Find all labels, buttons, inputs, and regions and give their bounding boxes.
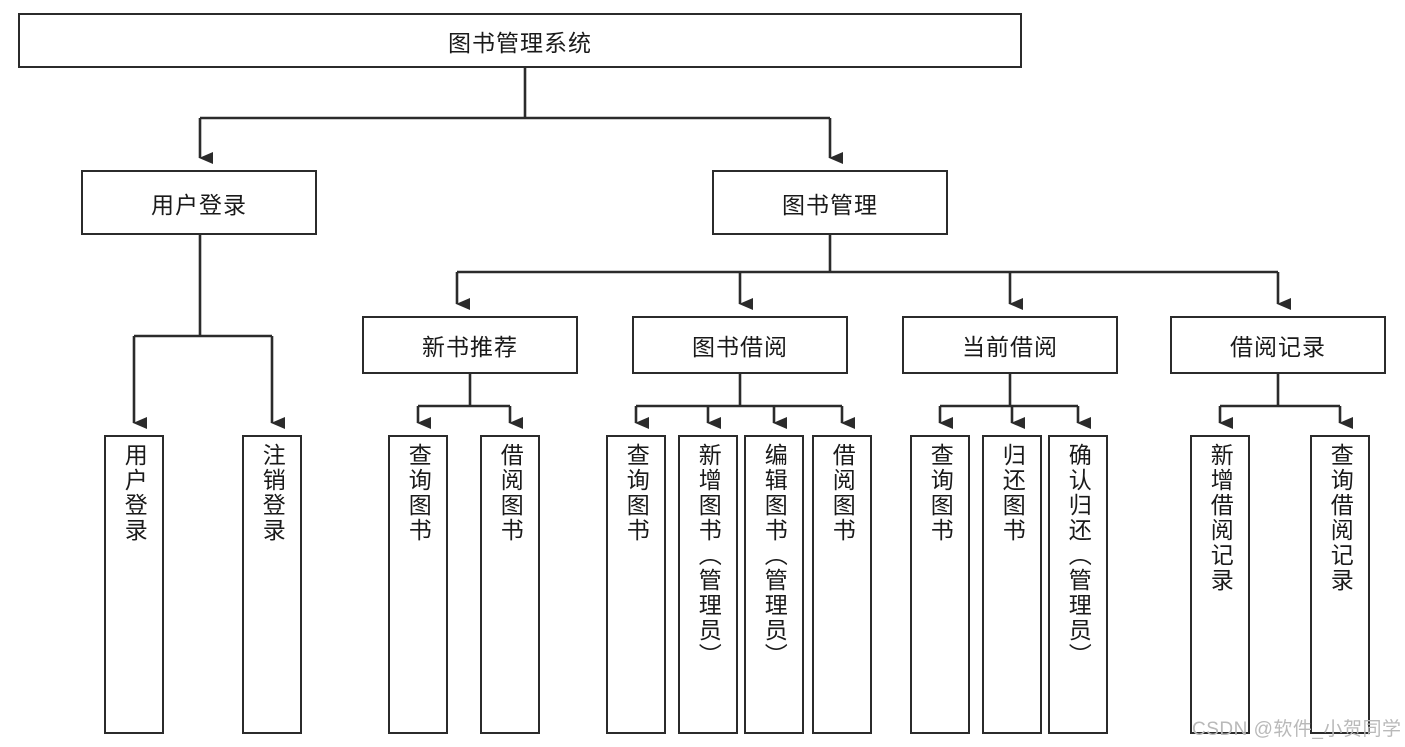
leaf-query-book-current-label: 查询图书 <box>927 443 954 543</box>
leaf-logout-label: 注销登录 <box>259 443 286 543</box>
leaf-borrow-book-rec-label: 借阅图书 <box>497 443 524 543</box>
leaf-logout[interactable]: 注销登录 <box>242 435 302 734</box>
node-current-borrow-label: 当前借阅 <box>962 334 1058 360</box>
node-current-borrow[interactable]: 当前借阅 <box>902 316 1118 374</box>
leaf-query-book-borrow-label: 查询图书 <box>623 443 650 543</box>
leaf-edit-book-admin-label: 编辑图书（管理员） <box>761 443 788 668</box>
leaf-borrow-book-rec[interactable]: 借阅图书 <box>480 435 540 734</box>
leaf-query-book-rec[interactable]: 查询图书 <box>388 435 448 734</box>
leaf-confirm-return-admin-label: 确认归还（管理员） <box>1065 443 1092 668</box>
leaf-query-book-current[interactable]: 查询图书 <box>910 435 970 734</box>
leaf-confirm-return-admin[interactable]: 确认归还（管理员） <box>1048 435 1108 734</box>
node-new-book-recommend[interactable]: 新书推荐 <box>362 316 578 374</box>
csdn-watermark: CSDN @软件_小贺同学 <box>1192 719 1402 740</box>
leaf-query-book-borrow[interactable]: 查询图书 <box>606 435 666 734</box>
leaf-return-book-label: 归还图书 <box>999 443 1026 543</box>
node-new-book-recommend-label: 新书推荐 <box>422 334 518 360</box>
leaf-user-login-label: 用户登录 <box>121 443 148 543</box>
node-root-label: 图书管理系统 <box>448 29 592 56</box>
leaf-user-login[interactable]: 用户登录 <box>104 435 164 734</box>
leaf-borrow-book-label: 借阅图书 <box>829 443 856 543</box>
node-user-login-label: 用户登录 <box>151 191 247 218</box>
leaf-add-borrow-record-label: 新增借阅记录 <box>1207 443 1234 593</box>
node-book-borrow-label: 图书借阅 <box>692 334 788 360</box>
leaf-return-book[interactable]: 归还图书 <box>982 435 1042 734</box>
leaf-edit-book-admin[interactable]: 编辑图书（管理员） <box>744 435 804 734</box>
node-borrow-record-label: 借阅记录 <box>1230 334 1326 360</box>
node-root[interactable]: 图书管理系统 <box>18 13 1022 68</box>
node-borrow-record[interactable]: 借阅记录 <box>1170 316 1386 374</box>
leaf-query-book-rec-label: 查询图书 <box>405 443 432 543</box>
leaf-add-book-admin[interactable]: 新增图书（管理员） <box>678 435 738 734</box>
leaf-add-book-admin-label: 新增图书（管理员） <box>695 443 722 668</box>
leaf-borrow-book[interactable]: 借阅图书 <box>812 435 872 734</box>
node-book-management-label: 图书管理 <box>782 191 878 218</box>
node-user-login[interactable]: 用户登录 <box>81 170 317 235</box>
leaf-query-borrow-record-label: 查询借阅记录 <box>1327 443 1354 593</box>
leaf-query-borrow-record[interactable]: 查询借阅记录 <box>1310 435 1370 734</box>
leaf-add-borrow-record[interactable]: 新增借阅记录 <box>1190 435 1250 734</box>
node-book-borrow[interactable]: 图书借阅 <box>632 316 848 374</box>
node-book-management[interactable]: 图书管理 <box>712 170 948 235</box>
